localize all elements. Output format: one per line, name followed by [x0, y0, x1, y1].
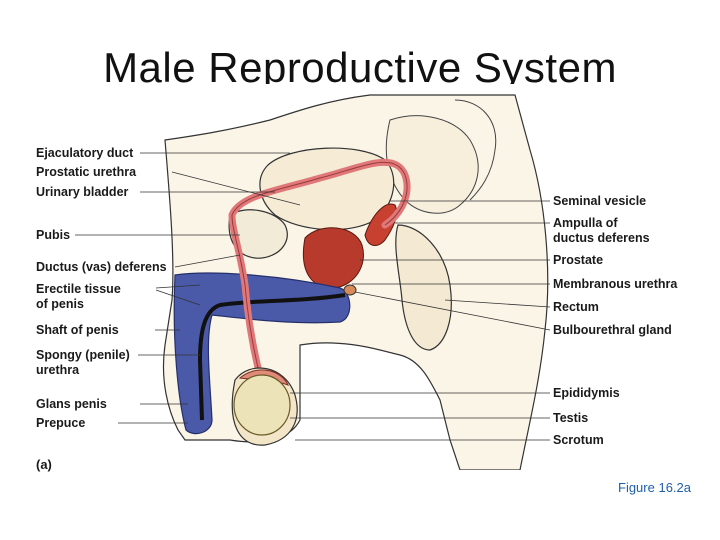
label-spongy-urethra-1: Spongy (penile) — [36, 348, 130, 363]
figure-caption: Figure 16.2a — [618, 480, 691, 495]
label-testis: Testis — [553, 411, 588, 426]
label-prepuce: Prepuce — [36, 416, 85, 431]
label-bulbourethral-gland: Bulbourethral gland — [553, 323, 672, 338]
label-shaft-of-penis: Shaft of penis — [36, 323, 119, 338]
label-erectile-tissue-2: of penis — [36, 297, 84, 312]
slide-title: Male Reproductive System — [0, 44, 720, 84]
label-ampulla-1: Ampulla of — [553, 216, 618, 231]
panel-label: (a) — [36, 457, 52, 472]
label-erectile-tissue-1: Erectile tissue — [36, 282, 121, 297]
label-prostate: Prostate — [553, 253, 603, 268]
label-glans-penis: Glans penis — [36, 397, 107, 412]
testis — [234, 375, 290, 435]
label-ductus-deferens: Ductus (vas) deferens — [36, 260, 167, 275]
label-epididymis: Epididymis — [553, 386, 620, 401]
label-pubis: Pubis — [36, 228, 70, 243]
label-seminal-vesicle: Seminal vesicle — [553, 194, 646, 209]
label-ampulla-2: ductus deferens — [553, 231, 650, 246]
bulbourethral-gland — [344, 285, 356, 295]
label-prostatic-urethra: Prostatic urethra — [36, 165, 136, 180]
label-spongy-urethra-2: urethra — [36, 363, 79, 378]
label-scrotum: Scrotum — [553, 433, 604, 448]
label-urinary-bladder: Urinary bladder — [36, 185, 128, 200]
label-membranous-urethra: Membranous urethra — [553, 277, 677, 292]
label-ejaculatory-duct: Ejaculatory duct — [36, 146, 133, 161]
label-rectum: Rectum — [553, 300, 599, 315]
